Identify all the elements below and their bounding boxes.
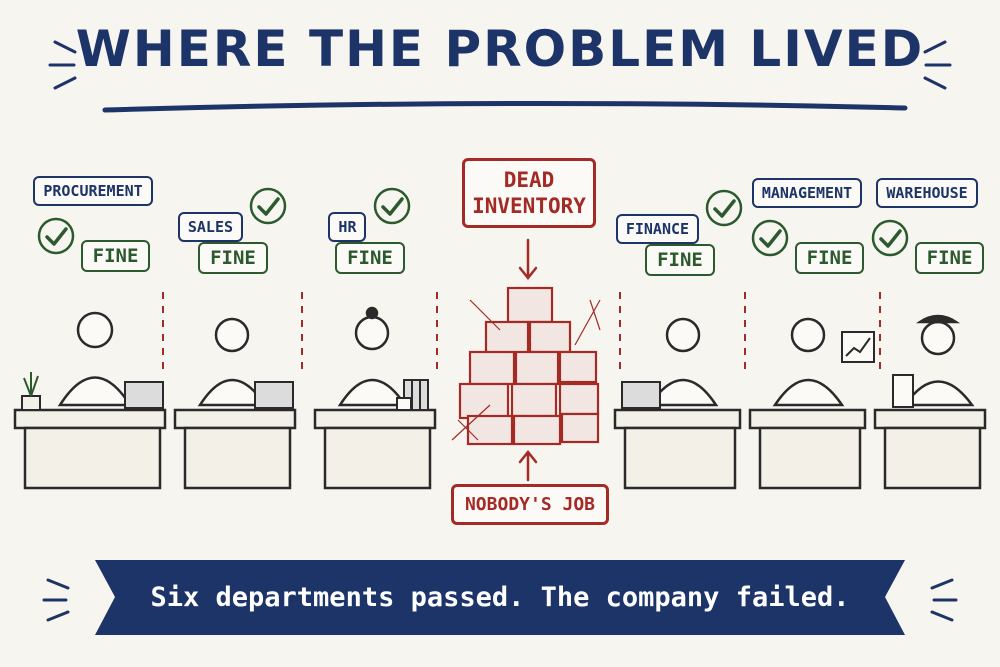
- mug-icon: [396, 397, 412, 411]
- arrow-down-icon: [518, 238, 538, 281]
- department-label: HR: [328, 212, 367, 242]
- person-procurement: [57, 311, 133, 407]
- checkmark-icon: [249, 187, 287, 225]
- checkmark-icon: [705, 189, 743, 227]
- box-pile: [451, 286, 601, 446]
- status-badge: FINE: [335, 242, 405, 274]
- arrows: [518, 238, 538, 482]
- box: [506, 286, 554, 324]
- department-procurement: PROCUREMENT FINE: [28, 176, 158, 272]
- page-title: WHERE THE PROBLEM LIVED: [75, 20, 925, 78]
- department-label: PROCUREMENT: [33, 176, 153, 206]
- checkmark-icon: [751, 219, 788, 257]
- arrow-up-icon: [518, 449, 538, 482]
- box: [528, 320, 572, 354]
- box: [510, 382, 558, 418]
- desk-finance: [613, 408, 742, 490]
- box: [558, 382, 600, 416]
- desk-management: [748, 408, 867, 490]
- desk-warehouse: [873, 408, 987, 490]
- desk-hr: [313, 408, 437, 490]
- plant-icon: [21, 372, 41, 411]
- banner-accent-left: [42, 578, 70, 622]
- department-finance: FINANCE FINE: [615, 178, 745, 276]
- desks: [13, 408, 987, 490]
- box: [512, 414, 562, 446]
- status-badge: FINE: [198, 242, 268, 274]
- title-underline: [102, 100, 908, 113]
- checkmark-icon: [37, 217, 74, 255]
- dead-inventory-box: DEAD INVENTORY: [462, 158, 596, 228]
- banner-ribbon: [95, 560, 905, 635]
- person-management: [772, 317, 845, 407]
- status-badge: FINE: [80, 240, 151, 272]
- laptop-icon: [124, 381, 164, 409]
- banner-accent-right: [930, 578, 958, 622]
- cobweb: [451, 299, 601, 441]
- chart-icon: [841, 331, 875, 363]
- binders-icon: [403, 379, 429, 411]
- box: [514, 350, 560, 386]
- people: [57, 306, 975, 407]
- nobodys-job-box: NOBODY'S JOB: [451, 484, 609, 525]
- person-finance: [647, 317, 719, 407]
- box: [458, 382, 510, 420]
- desk-procurement: [13, 408, 167, 490]
- person-hr: [337, 306, 408, 407]
- desk-sales: [173, 408, 297, 490]
- department-hr: HR FINE: [305, 176, 435, 274]
- status-badge: FINE: [794, 242, 865, 274]
- title-accent-right: [923, 40, 952, 90]
- checkmark-icon: [373, 187, 410, 225]
- box: [468, 350, 516, 386]
- laptop-icon: [254, 381, 294, 409]
- box: [560, 412, 600, 444]
- checkmark-icon: [871, 219, 908, 257]
- department-label: FINANCE: [615, 214, 700, 244]
- box: [466, 414, 514, 446]
- department-label: SALES: [177, 212, 244, 242]
- status-badge: FINE: [645, 244, 715, 276]
- dead-inventory-line1: DEAD: [503, 168, 555, 192]
- banner-message: Six departments passed. The company fail…: [150, 582, 850, 613]
- department-label: MANAGEMENT: [751, 178, 863, 208]
- department-management: MANAGEMENT FINE: [742, 178, 872, 274]
- department-warehouse: WAREHOUSE FINE: [862, 178, 992, 274]
- department-sales: SALES FINE: [168, 176, 298, 274]
- person-warehouse: [902, 314, 975, 407]
- dead-inventory-line2: INVENTORY: [472, 194, 586, 218]
- title-accent-left: [48, 40, 77, 90]
- clipboard-icon: [892, 374, 914, 408]
- props: [21, 331, 914, 411]
- status-badge: FINE: [914, 242, 985, 274]
- box: [558, 350, 598, 384]
- box: [484, 320, 530, 356]
- laptop-icon: [621, 381, 661, 409]
- department-label: WAREHOUSE: [876, 178, 978, 208]
